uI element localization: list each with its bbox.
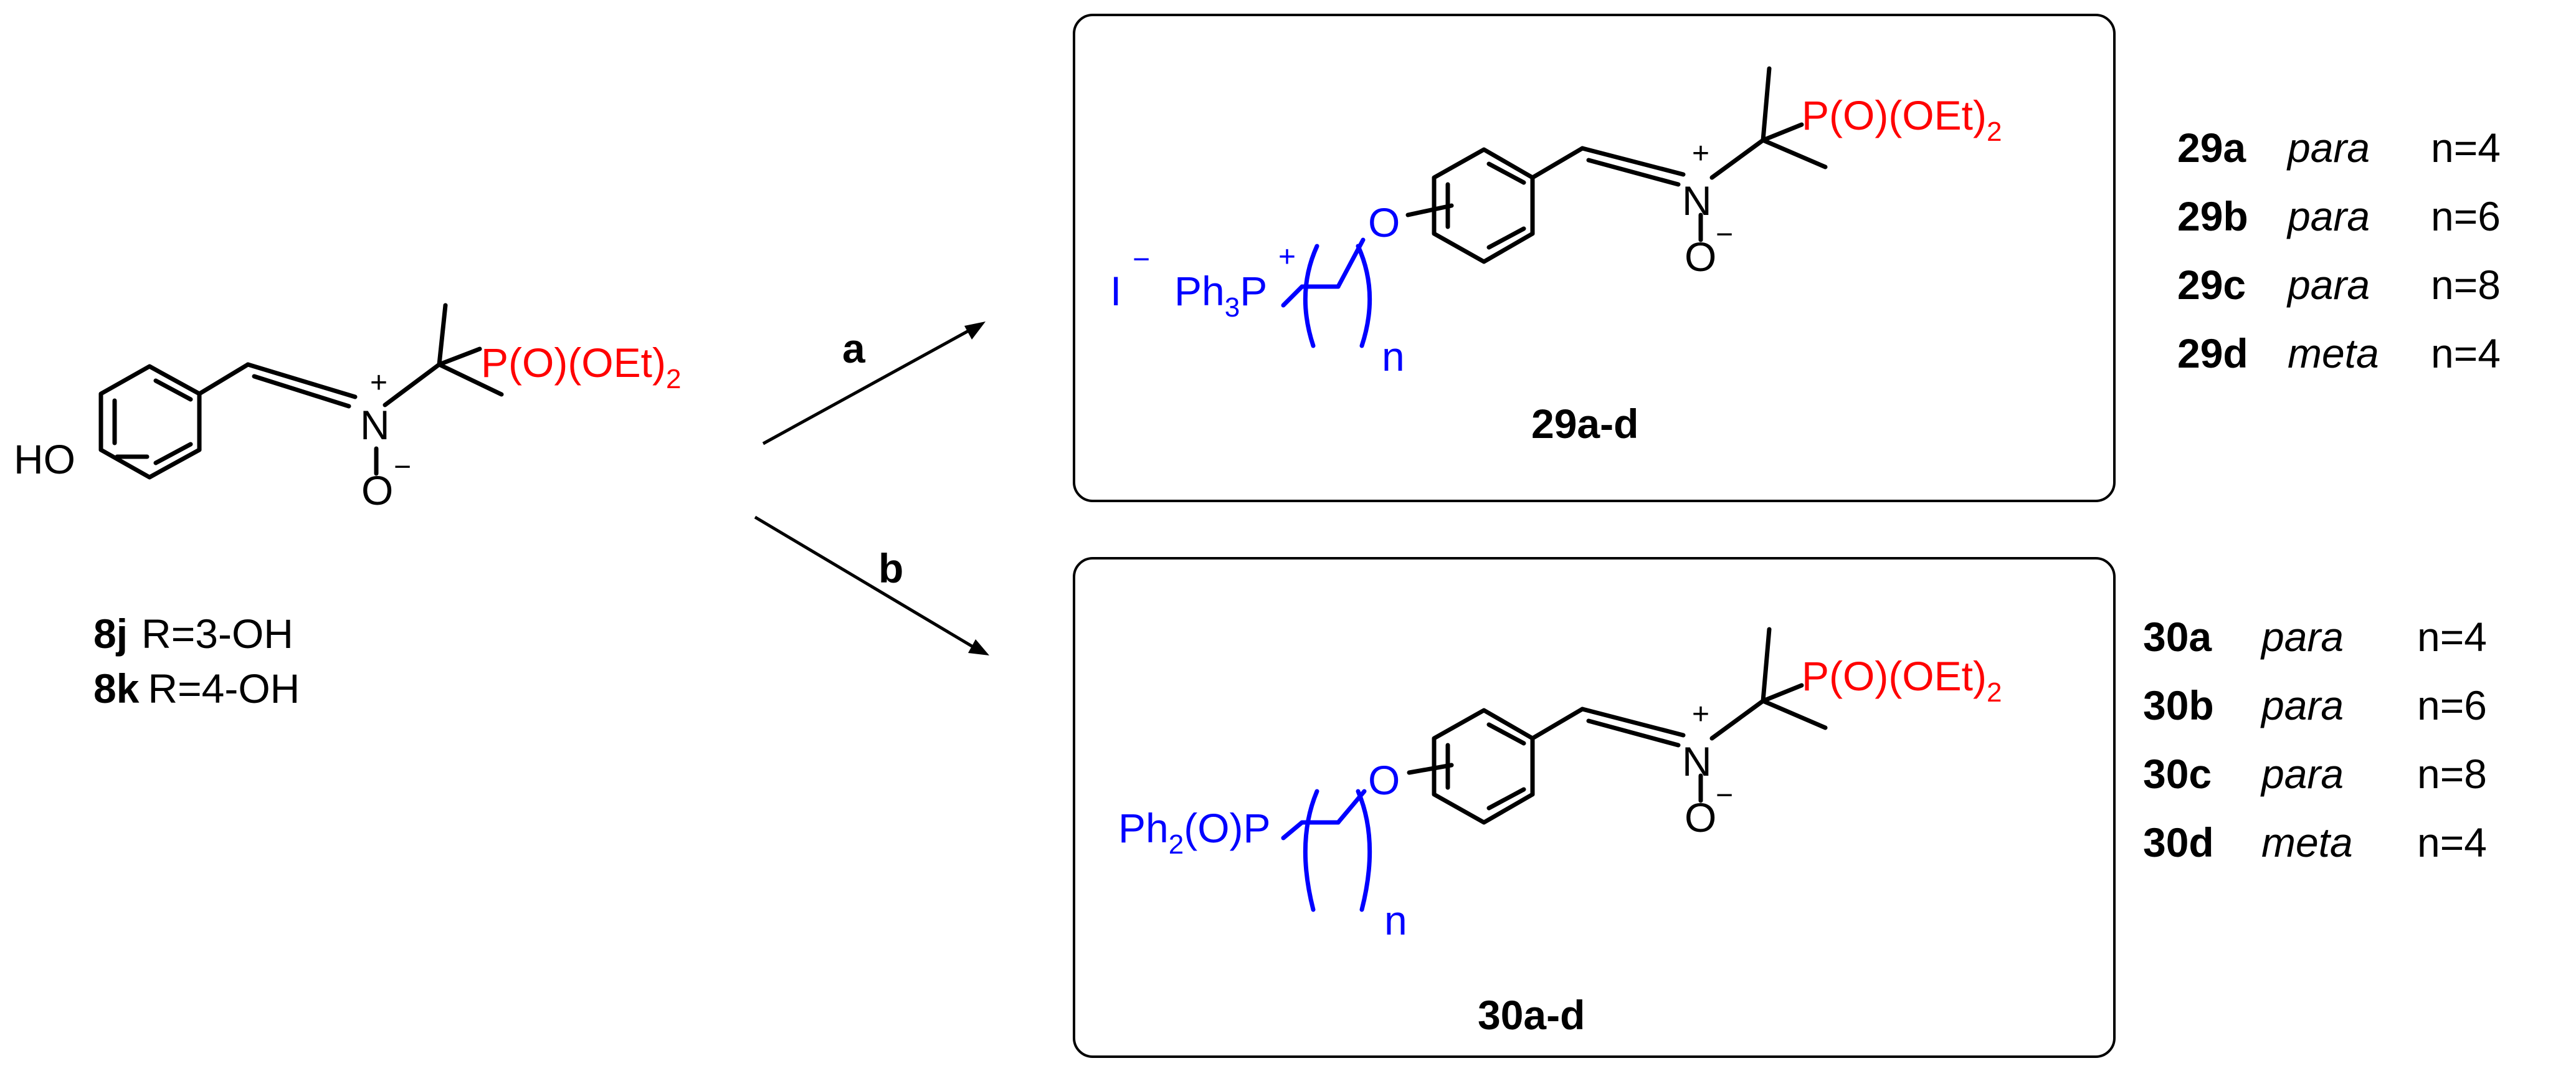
counterion-charge: − bbox=[1133, 243, 1150, 276]
chain-n-label-30: n bbox=[1384, 897, 1407, 943]
nitrone-n-charge-29: + bbox=[1692, 137, 1709, 170]
nitrone-n-label-29: N bbox=[1682, 178, 1712, 224]
nitrone-n-label: N bbox=[360, 402, 390, 448]
product-box-29 bbox=[1073, 14, 2116, 502]
arrow-b-label: b bbox=[878, 545, 903, 591]
nitrone-n-charge-30: + bbox=[1692, 698, 1709, 731]
phosphonate-label: P(O)(OEt)2 bbox=[481, 340, 681, 394]
phosphonium-charge: + bbox=[1278, 240, 1296, 274]
nitrone-o-charge: − bbox=[394, 450, 411, 483]
phosphonate-label-30: P(O)(OEt)2 bbox=[1802, 653, 2002, 708]
ether-o-label-30: O bbox=[1368, 757, 1400, 803]
nitrone-n-label-30: N bbox=[1682, 738, 1712, 784]
reaction-arrow-a bbox=[762, 321, 986, 445]
phosphonate-label-29: P(O)(OEt)2 bbox=[1802, 92, 2002, 147]
nitrone-o-charge-30: − bbox=[1716, 779, 1733, 812]
reaction-arrow-b bbox=[754, 515, 989, 655]
product-box-30 bbox=[1073, 557, 2116, 1058]
product-30-chain bbox=[1281, 789, 1372, 912]
triphenylphosphonium-label: Ph3P bbox=[1174, 268, 1267, 323]
benzene-ring bbox=[98, 364, 202, 480]
nitrone-o-charge-29: − bbox=[1716, 218, 1733, 251]
arrow-a-label: a bbox=[842, 325, 866, 371]
starting-material-structure bbox=[98, 303, 504, 480]
hydroxy-label: HO bbox=[14, 436, 75, 482]
chain-n-label: n bbox=[1382, 333, 1405, 379]
product-30-label: 30a-d bbox=[1478, 992, 1585, 1038]
product-29-structure bbox=[1405, 66, 1828, 264]
nitrone-o-label-29: O bbox=[1685, 234, 1716, 280]
counterion-label: I bbox=[1110, 268, 1121, 314]
product-29-chain bbox=[1281, 237, 1372, 348]
product-30-structure bbox=[1407, 627, 1828, 825]
nitrone-n-charge: + bbox=[370, 366, 387, 399]
ether-o-label: O bbox=[1368, 199, 1400, 245]
nitrone-o-label-30: O bbox=[1685, 794, 1716, 841]
phosphine-oxide-label: Ph2(O)P bbox=[1118, 805, 1271, 860]
nitrone-o-label: O bbox=[361, 467, 393, 513]
product-29-label: 29a-d bbox=[1531, 401, 1638, 447]
